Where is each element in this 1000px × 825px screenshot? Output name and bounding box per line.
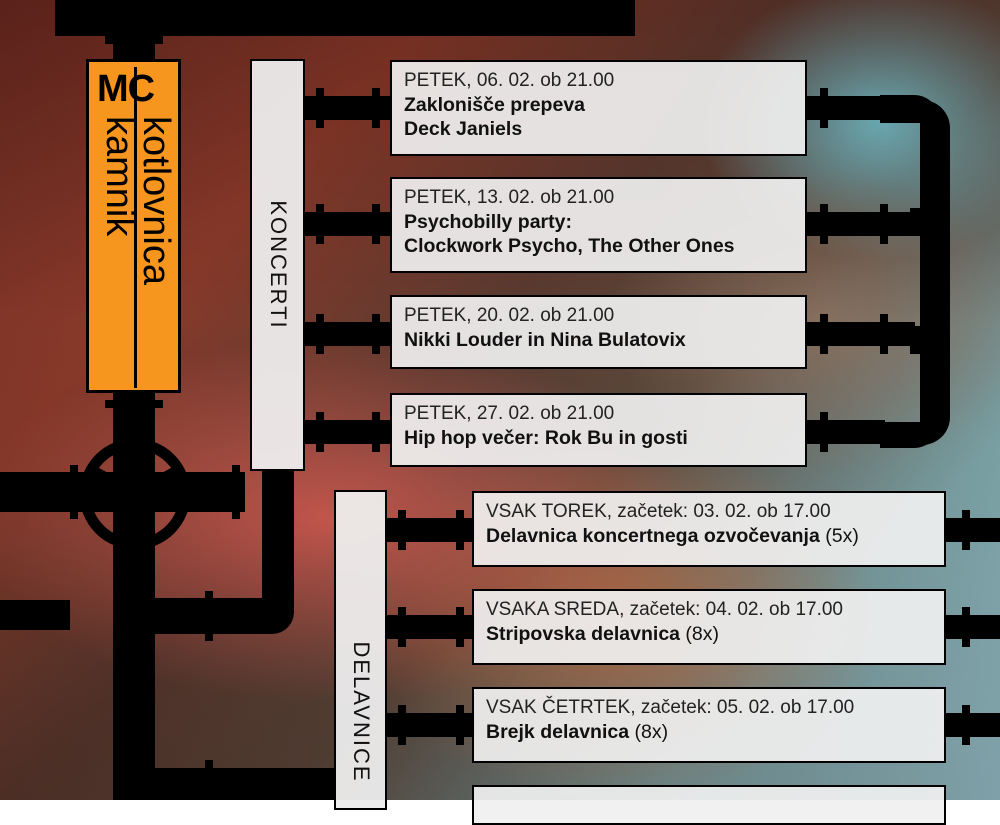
workshop-count: (8x)	[680, 623, 720, 645]
workshop-title: Brejk delavnica	[486, 721, 630, 743]
category-koncerti-label: KONCERTI	[265, 200, 291, 330]
logo-line1: kotlovnica	[135, 116, 177, 285]
concert-title-line: Psychobilly party:	[404, 211, 572, 233]
workshop-count: (5x)	[819, 525, 859, 547]
workshop-title: Delavnica koncertnega ozvočevanja	[486, 525, 820, 547]
concert-title-line: Clockwork Psycho, The Other Ones	[404, 235, 735, 257]
workshop-start: , začetek: 03. 02. ob 17.00	[606, 501, 831, 522]
category-delavnice-label: DELAVNICE	[348, 641, 374, 783]
workshop-item-partial[interactable]	[472, 785, 946, 825]
logo-divider	[134, 67, 137, 109]
concert-item[interactable]: PETEK, 27. 02. ob 21.00 Hip hop večer: R…	[390, 393, 807, 467]
workshop-item[interactable]: VSAK TOREK, začetek: 03. 02. ob 17.00 De…	[472, 491, 946, 567]
concert-date: PETEK, 13. 02. ob 21.00	[404, 187, 615, 208]
workshop-day: VSAK ČETRTEK	[486, 697, 631, 718]
workshop-start: , začetek: 05. 02. ob 17.00	[630, 697, 855, 718]
workshop-item[interactable]: VSAKA SREDA, začetek: 04. 02. ob 17.00 S…	[472, 589, 946, 665]
concert-title-line: Zaklonišče prepeva	[404, 94, 586, 116]
workshop-start: , začetek: 04. 02. ob 17.00	[619, 599, 843, 620]
workshop-day: VSAK TOREK	[486, 501, 607, 522]
workshop-count: (8x)	[629, 721, 669, 743]
concert-date: PETEK, 27. 02. ob 21.00	[404, 403, 615, 424]
concert-title-line: Deck Janiels	[404, 118, 523, 140]
workshop-day: VSAKA SREDA	[486, 599, 620, 620]
concert-date: PETEK, 06. 02. ob 21.00	[404, 70, 615, 91]
concert-item[interactable]: PETEK, 20. 02. ob 21.00 Nikki Louder in …	[390, 295, 807, 369]
logo: MC kotlovnica kamnik	[86, 59, 181, 393]
concert-date: PETEK, 20. 02. ob 21.00	[404, 305, 615, 326]
valve-wheel-icon	[79, 438, 191, 550]
category-delavnice: DELAVNICE	[334, 490, 387, 810]
concert-item[interactable]: PETEK, 06. 02. ob 21.00 Zaklonišče prepe…	[390, 60, 807, 156]
concert-item[interactable]: PETEK, 13. 02. ob 21.00 Psychobilly part…	[390, 177, 807, 273]
workshop-item[interactable]: VSAK ČETRTEK, začetek: 05. 02. ob 17.00 …	[472, 687, 946, 763]
logo-mc: MC	[97, 68, 155, 110]
category-koncerti: KONCERTI	[250, 59, 305, 471]
workshop-title: Stripovska delavnica	[486, 623, 681, 645]
concert-title-line: Nikki Louder in Nina Bulatovix	[404, 329, 686, 351]
concert-title-line: Hip hop večer: Rok Bu in gosti	[404, 427, 688, 449]
